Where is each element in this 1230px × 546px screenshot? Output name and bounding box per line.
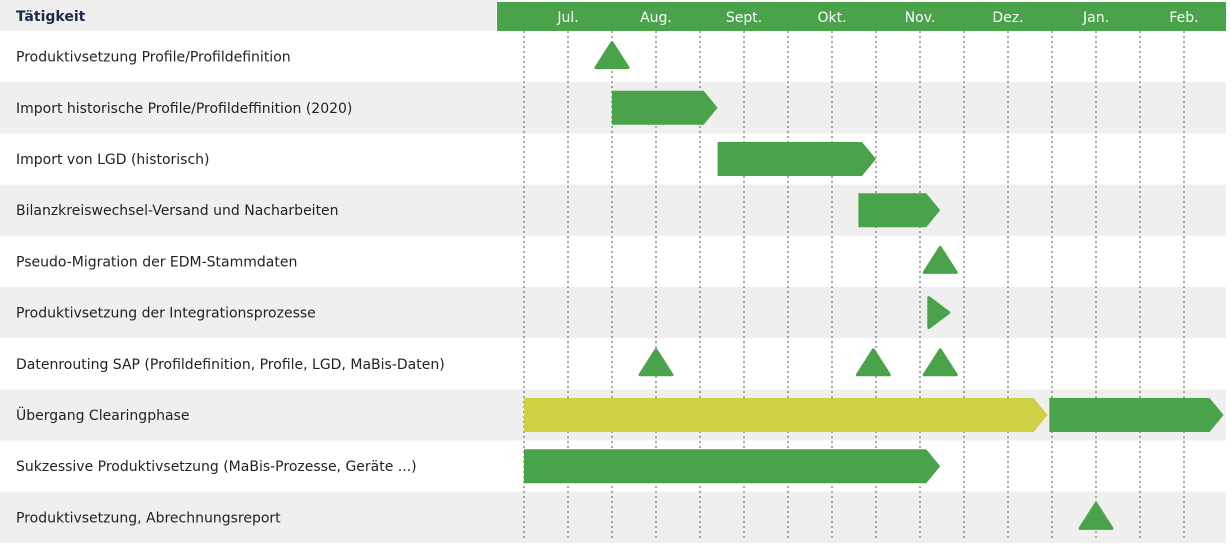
month-label: Aug. (640, 10, 672, 26)
task-label: Pseudo-Migration der EDM-Stammdaten (16, 254, 297, 270)
month-label: Okt. (817, 10, 846, 26)
header-label: Tätigkeit (16, 9, 86, 25)
milestone-triangle (922, 245, 958, 274)
task-bar-green (612, 90, 718, 125)
task-label: Datenrouting SAP (Profildefinition, Prof… (16, 357, 445, 373)
month-label: Nov. (905, 10, 936, 26)
task-label: Produktivsetzung Profile/Profildefinitio… (16, 50, 291, 66)
milestone-triangle (922, 348, 958, 377)
milestone-triangle (1078, 501, 1114, 530)
row-stripe (0, 184, 1226, 236)
task-label: Produktivsetzung, Abrechnungsreport (16, 510, 281, 526)
row-stripe (0, 491, 1226, 543)
task-bar-yellow (524, 398, 1048, 432)
month-label: Feb. (1169, 10, 1198, 26)
month-label: Sept. (726, 10, 762, 26)
milestone-triangle (638, 348, 674, 377)
task-label: Import historische Profile/Profildeffini… (16, 101, 352, 117)
task-bar-green (858, 193, 941, 228)
task-label: Import von LGD (historisch) (16, 152, 210, 168)
month-label: Dez. (992, 10, 1023, 26)
task-label: Übergang Clearingphase (16, 406, 189, 424)
month-label: Jul. (556, 10, 578, 26)
milestone-triangle (855, 348, 891, 377)
task-label: Produktivsetzung der Integrationsprozess… (16, 306, 316, 322)
month-label: Jan. (1082, 10, 1109, 26)
task-bar-green (1049, 398, 1224, 432)
header-label-cell (0, 0, 496, 31)
task-bar-green (524, 449, 941, 484)
milestone-arrow (927, 296, 951, 330)
row-stripe (0, 287, 1226, 339)
task-bar-green (717, 142, 876, 176)
milestone-triangle (594, 41, 630, 70)
task-label: Sukzessive Produktivsetzung (MaBis-Proze… (16, 459, 417, 475)
header-timeline (497, 2, 1226, 31)
task-label: Bilanzkreiswechsel-Versand und Nacharbei… (16, 203, 339, 219)
